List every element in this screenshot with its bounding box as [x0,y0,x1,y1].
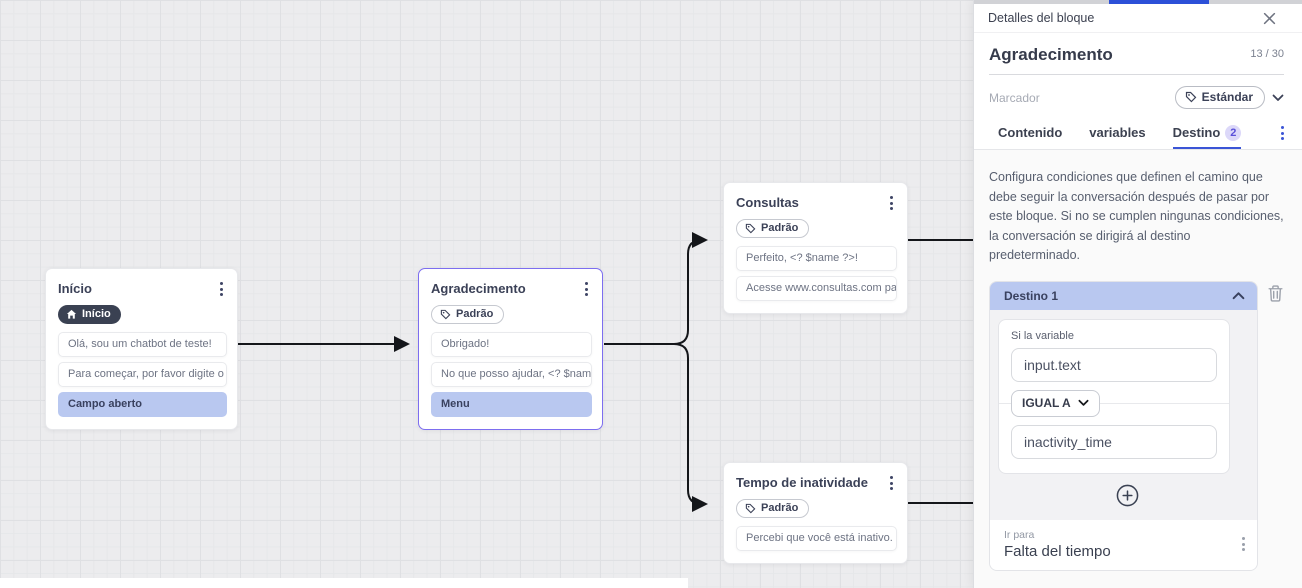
chevron-down-icon[interactable] [1272,94,1284,102]
message-row[interactable]: Olá, sou um chatbot de teste! [58,331,227,357]
operator-select[interactable]: IGUAL A [1011,389,1100,417]
node-title: Início [58,281,92,296]
add-condition-button[interactable] [998,484,1256,507]
padrao-badge: Padrão [736,219,810,238]
plus-circle-icon [1116,484,1138,506]
trash-icon [1268,284,1283,302]
block-title: Agradecimento [989,45,1113,64]
goto-section[interactable]: Ir para Falta del tiempo [990,519,1257,570]
canvas-bottom-scroll-area [0,578,688,588]
tab-variables[interactable]: variables [1089,125,1146,140]
flow-canvas[interactable]: Início Início Olá, sou um chatbot de tes… [0,0,985,588]
message-row[interactable]: Para começar, por favor digite o ... [58,361,227,387]
destination-header-label: Destino 1 [1004,288,1059,303]
chevron-down-icon [1078,399,1089,406]
char-counter: 13 / 30 [1250,48,1284,60]
goto-label: Ir para [1004,528,1035,541]
condition-card: Si la variable IGUAL A [998,318,1230,474]
title-divider [989,74,1284,75]
message-row[interactable]: Percebi que você está inativo. C... [736,525,897,551]
panel-tabs: Contenido variables Destino 2 [974,109,1302,150]
kebab-menu-icon[interactable] [581,277,592,301]
tag-icon [745,503,756,513]
destino-tab-content: Configura condiciones que definen el cam… [974,150,1302,588]
action-row[interactable]: Campo aberto [58,391,227,417]
padrao-badge: Padrão [736,499,810,518]
tab-destino[interactable]: Destino 2 [1172,124,1242,149]
node-title: Agradecimento [431,281,526,296]
tag-icon [440,309,451,319]
tab-contenido[interactable]: Contenido [998,125,1063,140]
message-row[interactable]: Perfeito, <? $name ?>! [736,245,897,271]
node-inicio[interactable]: Início Início Olá, sou um chatbot de tes… [45,268,238,430]
node-consultas[interactable]: Consultas Padrão Perfeito, <? $name ?>! … [723,182,908,314]
close-icon[interactable] [1263,12,1276,25]
condition-label: Si la variable [1011,329,1074,342]
node-title: Tempo de inatividade [736,475,868,490]
compare-value-input[interactable] [1011,424,1217,459]
node-title: Consultas [736,195,799,210]
destino-count-badge: 2 [1225,124,1242,141]
node-agradecimento[interactable]: Agradecimento Padrão Obrigado! No que po… [418,268,603,430]
panel-header-title: Detalles del bloque [988,11,1095,25]
message-row[interactable]: Obrigado! [431,331,592,357]
destino-description: Configura condiciones que definen el cam… [989,170,1284,262]
destination-header[interactable]: Destino 1 [990,281,1257,310]
panel-top-strip [974,0,1302,4]
kebab-menu-icon[interactable] [216,277,227,301]
marker-value-pill[interactable]: Estándar [1174,86,1265,109]
action-row[interactable]: Menu [431,391,592,417]
edge-agradecimento-consultas [604,232,708,345]
goto-value: Falta del tiempo [1004,542,1111,560]
panel-top-progress [1109,0,1209,4]
inicio-badge: Início [58,305,121,324]
marker-label: Marcador [989,90,1040,105]
delete-destination-button[interactable] [1267,284,1284,308]
node-tempo-inatividade[interactable]: Tempo de inatividade Padrão Percebi que … [723,462,908,564]
variable-input[interactable] [1011,347,1217,382]
padrao-badge: Padrão [431,305,505,324]
goto-kebab-menu-icon[interactable] [1238,532,1249,556]
destination-card: Destino 1 Si la variable IGUAL A [989,280,1258,571]
kebab-menu-icon[interactable] [886,471,897,495]
tabs-kebab-menu-icon[interactable] [1277,121,1288,145]
block-details-panel: Detalles del bloque Agradecimento 13 / 3… [973,0,1302,588]
tag-icon [1185,91,1196,103]
message-row[interactable]: No que posso ajudar, <? $name ... [431,361,592,387]
kebab-menu-icon[interactable] [886,191,897,215]
message-row[interactable]: Acesse www.consultas.com par... [736,275,897,301]
chevron-up-icon[interactable] [1232,291,1245,300]
edge-agradecimento-tempo [604,343,708,512]
home-icon [66,309,77,319]
tag-icon [745,223,756,233]
